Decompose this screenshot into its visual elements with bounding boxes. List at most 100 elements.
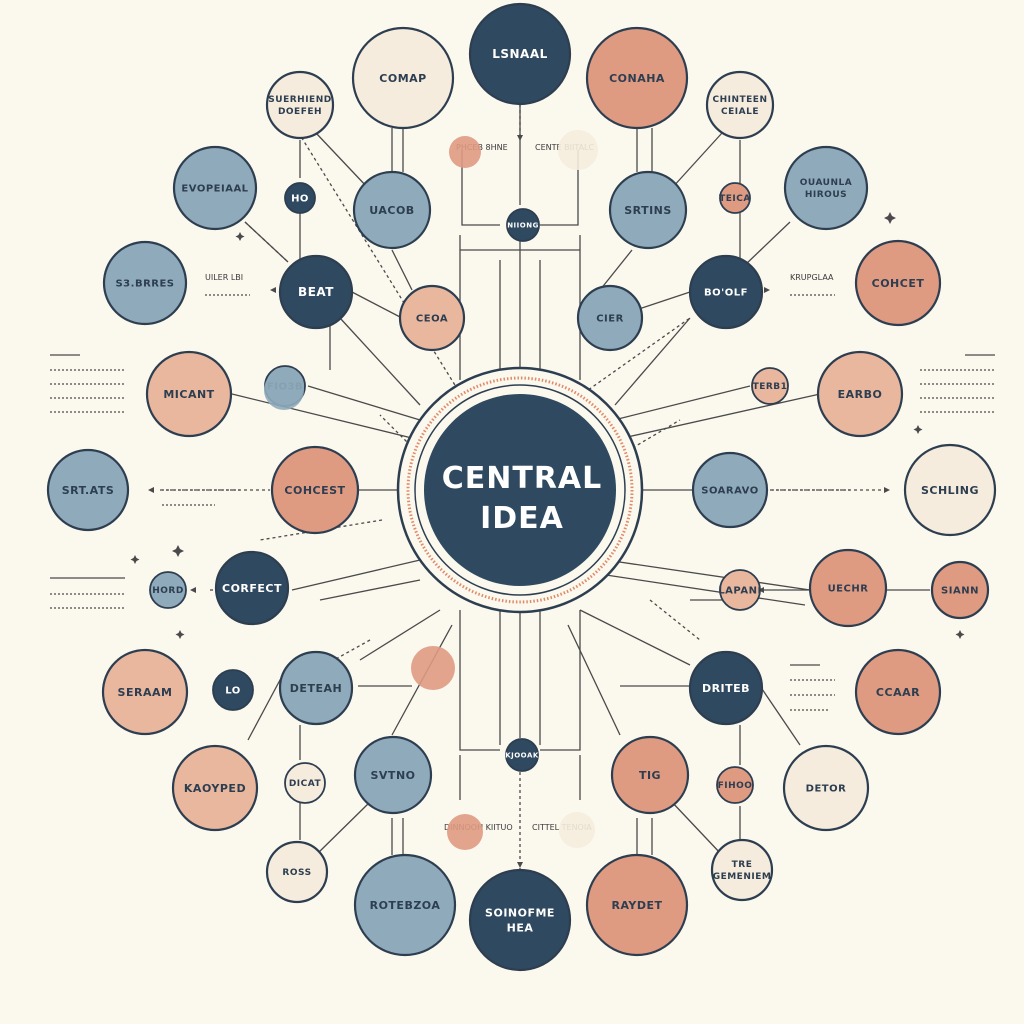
node-circle-n21 xyxy=(751,367,789,405)
node-n37: KAOYPED xyxy=(171,744,259,832)
node-n27: HORD xyxy=(149,571,187,609)
node-circle-n38 xyxy=(284,762,326,804)
annotation-a04: KRUPGLAA xyxy=(790,273,834,282)
node-n44: ROSS xyxy=(265,840,329,904)
node-label-n11-1: HIROUS xyxy=(805,190,847,200)
node-circle-n25 xyxy=(691,451,769,529)
node-n13: S3.BRRES xyxy=(102,240,188,326)
node-circle-n45 xyxy=(353,853,457,957)
node-label-n05-0: CHINTEEN xyxy=(713,95,768,105)
node-n35: DRITEB xyxy=(688,650,764,726)
node-circle-n11 xyxy=(783,145,869,231)
node-circle-n52 xyxy=(264,370,304,410)
node-n48: TRE GEMENIEM xyxy=(710,838,774,902)
node-n47: RAYDET xyxy=(585,853,689,957)
node-label-n48-1: GEMENIEM xyxy=(713,872,772,882)
node-circle-n33 xyxy=(212,669,254,711)
node-n45: ROTEBZOA xyxy=(353,853,457,957)
node-n18: COHCET xyxy=(854,239,942,327)
node-n14: BEAT xyxy=(278,254,354,330)
node-label-n10-0: TEICA xyxy=(719,194,751,204)
node-circle-n16 xyxy=(576,284,644,352)
node-circle-n36 xyxy=(854,648,942,736)
node-label-n31-0: SIANN xyxy=(941,586,979,597)
node-n10: TEICA xyxy=(719,182,751,214)
node-n02: COMAP xyxy=(351,26,455,130)
node-n34: DETEAH xyxy=(278,650,354,726)
node-label-n34-0: DETEAH xyxy=(290,682,342,695)
node-n31: SIANN xyxy=(930,560,990,620)
node-n43: DETOR xyxy=(782,744,870,832)
node-n28: CORFECT xyxy=(214,550,290,626)
node-n05: CHINTEEN CEIALE xyxy=(705,70,775,140)
node-circle-n48 xyxy=(710,838,774,902)
node-label-n36-0: CCAAR xyxy=(876,686,920,699)
node-circle-n35 xyxy=(688,650,764,726)
node-n11: OUAUNLA HIROUS xyxy=(783,145,869,231)
node-circle-n04 xyxy=(265,70,335,140)
node-circle-n01 xyxy=(468,2,572,106)
node-label-n18-0: COHCET xyxy=(872,277,925,290)
node-circle-n39 xyxy=(353,735,433,815)
node-label-n19-0: MICANT xyxy=(163,388,214,401)
node-circle-n27 xyxy=(149,571,187,609)
node-label-n05-1: CEIALE xyxy=(721,107,759,117)
node-circle-n14 xyxy=(278,254,354,330)
node-circle-n12 xyxy=(506,208,540,242)
node-label-n46-1: HEA xyxy=(507,921,534,934)
node-n22: EARBO xyxy=(816,350,904,438)
node-n41: TIG xyxy=(610,735,690,815)
node-n09: SRTINS xyxy=(608,170,688,250)
node-circle-n46 xyxy=(468,868,572,972)
node-n12: NIIONG xyxy=(506,208,540,242)
node-label-n28-0: CORFECT xyxy=(222,582,282,595)
node-circle-n07 xyxy=(284,182,316,214)
node-label-n32-0: SERAAM xyxy=(118,686,173,699)
node-circle-n03 xyxy=(585,26,689,130)
node-n25: SOARAVO xyxy=(691,451,769,529)
node-n50 xyxy=(558,130,598,170)
node-circle-n13 xyxy=(102,240,188,326)
node-n49 xyxy=(449,136,481,168)
node-label-n12-0: NIIONG xyxy=(507,221,539,229)
node-label-n39-0: SVTNO xyxy=(371,769,416,782)
node-circle-n28 xyxy=(214,550,290,626)
node-n29: LAPANI xyxy=(718,569,761,611)
node-label-n21-0: TERB1 xyxy=(753,382,788,392)
node-n23: SRT.ATS xyxy=(46,448,130,532)
node-circle-n53 xyxy=(447,814,483,850)
node-label-n38-0: DICAT xyxy=(289,779,322,789)
node-label-n23-0: SRT.ATS xyxy=(62,484,115,497)
node-label-n04-1: DOEFEH xyxy=(278,107,322,117)
node-label-n17-0: BO'OLF xyxy=(704,288,748,299)
node-label-n33-0: LO xyxy=(225,686,241,697)
node-n01: LSNAAL xyxy=(468,2,572,106)
node-label-n40-0: KJOOAK xyxy=(505,751,539,759)
node-label-n48-0: TRE xyxy=(732,860,753,870)
node-label-n42-0: FIHOO xyxy=(718,781,753,791)
node-label-n11-0: OUAUNLA xyxy=(800,178,852,188)
node-circle-n17 xyxy=(688,254,764,330)
node-circle-n19 xyxy=(145,350,233,438)
node-n17: BO'OLF xyxy=(688,254,764,330)
central-hub: CENTRAL IDEA xyxy=(396,366,644,614)
node-circle-n15 xyxy=(398,284,466,352)
node-circle-n26 xyxy=(903,443,997,537)
node-label-n37-0: KAOYPED xyxy=(184,782,246,795)
node-label-n30-0: UECHR xyxy=(828,584,869,595)
node-label-n07-0: HO xyxy=(291,194,309,205)
node-label-n29-0: LAPANI xyxy=(718,586,761,597)
node-circle-n54 xyxy=(559,812,595,848)
node-n08: UACOB xyxy=(352,170,432,250)
node-circle-n43 xyxy=(782,744,870,832)
node-n21: TERB1 xyxy=(751,367,789,405)
text-placeholder-lines xyxy=(50,294,995,711)
annotation-a03: UILER LBI xyxy=(205,273,243,282)
node-n26: SCHLING xyxy=(903,443,997,537)
node-circle-n23 xyxy=(46,448,130,532)
node-n19: MICANT xyxy=(145,350,233,438)
node-circle-n31 xyxy=(930,560,990,620)
node-n51 xyxy=(411,646,455,690)
node-circle-n18 xyxy=(854,239,942,327)
